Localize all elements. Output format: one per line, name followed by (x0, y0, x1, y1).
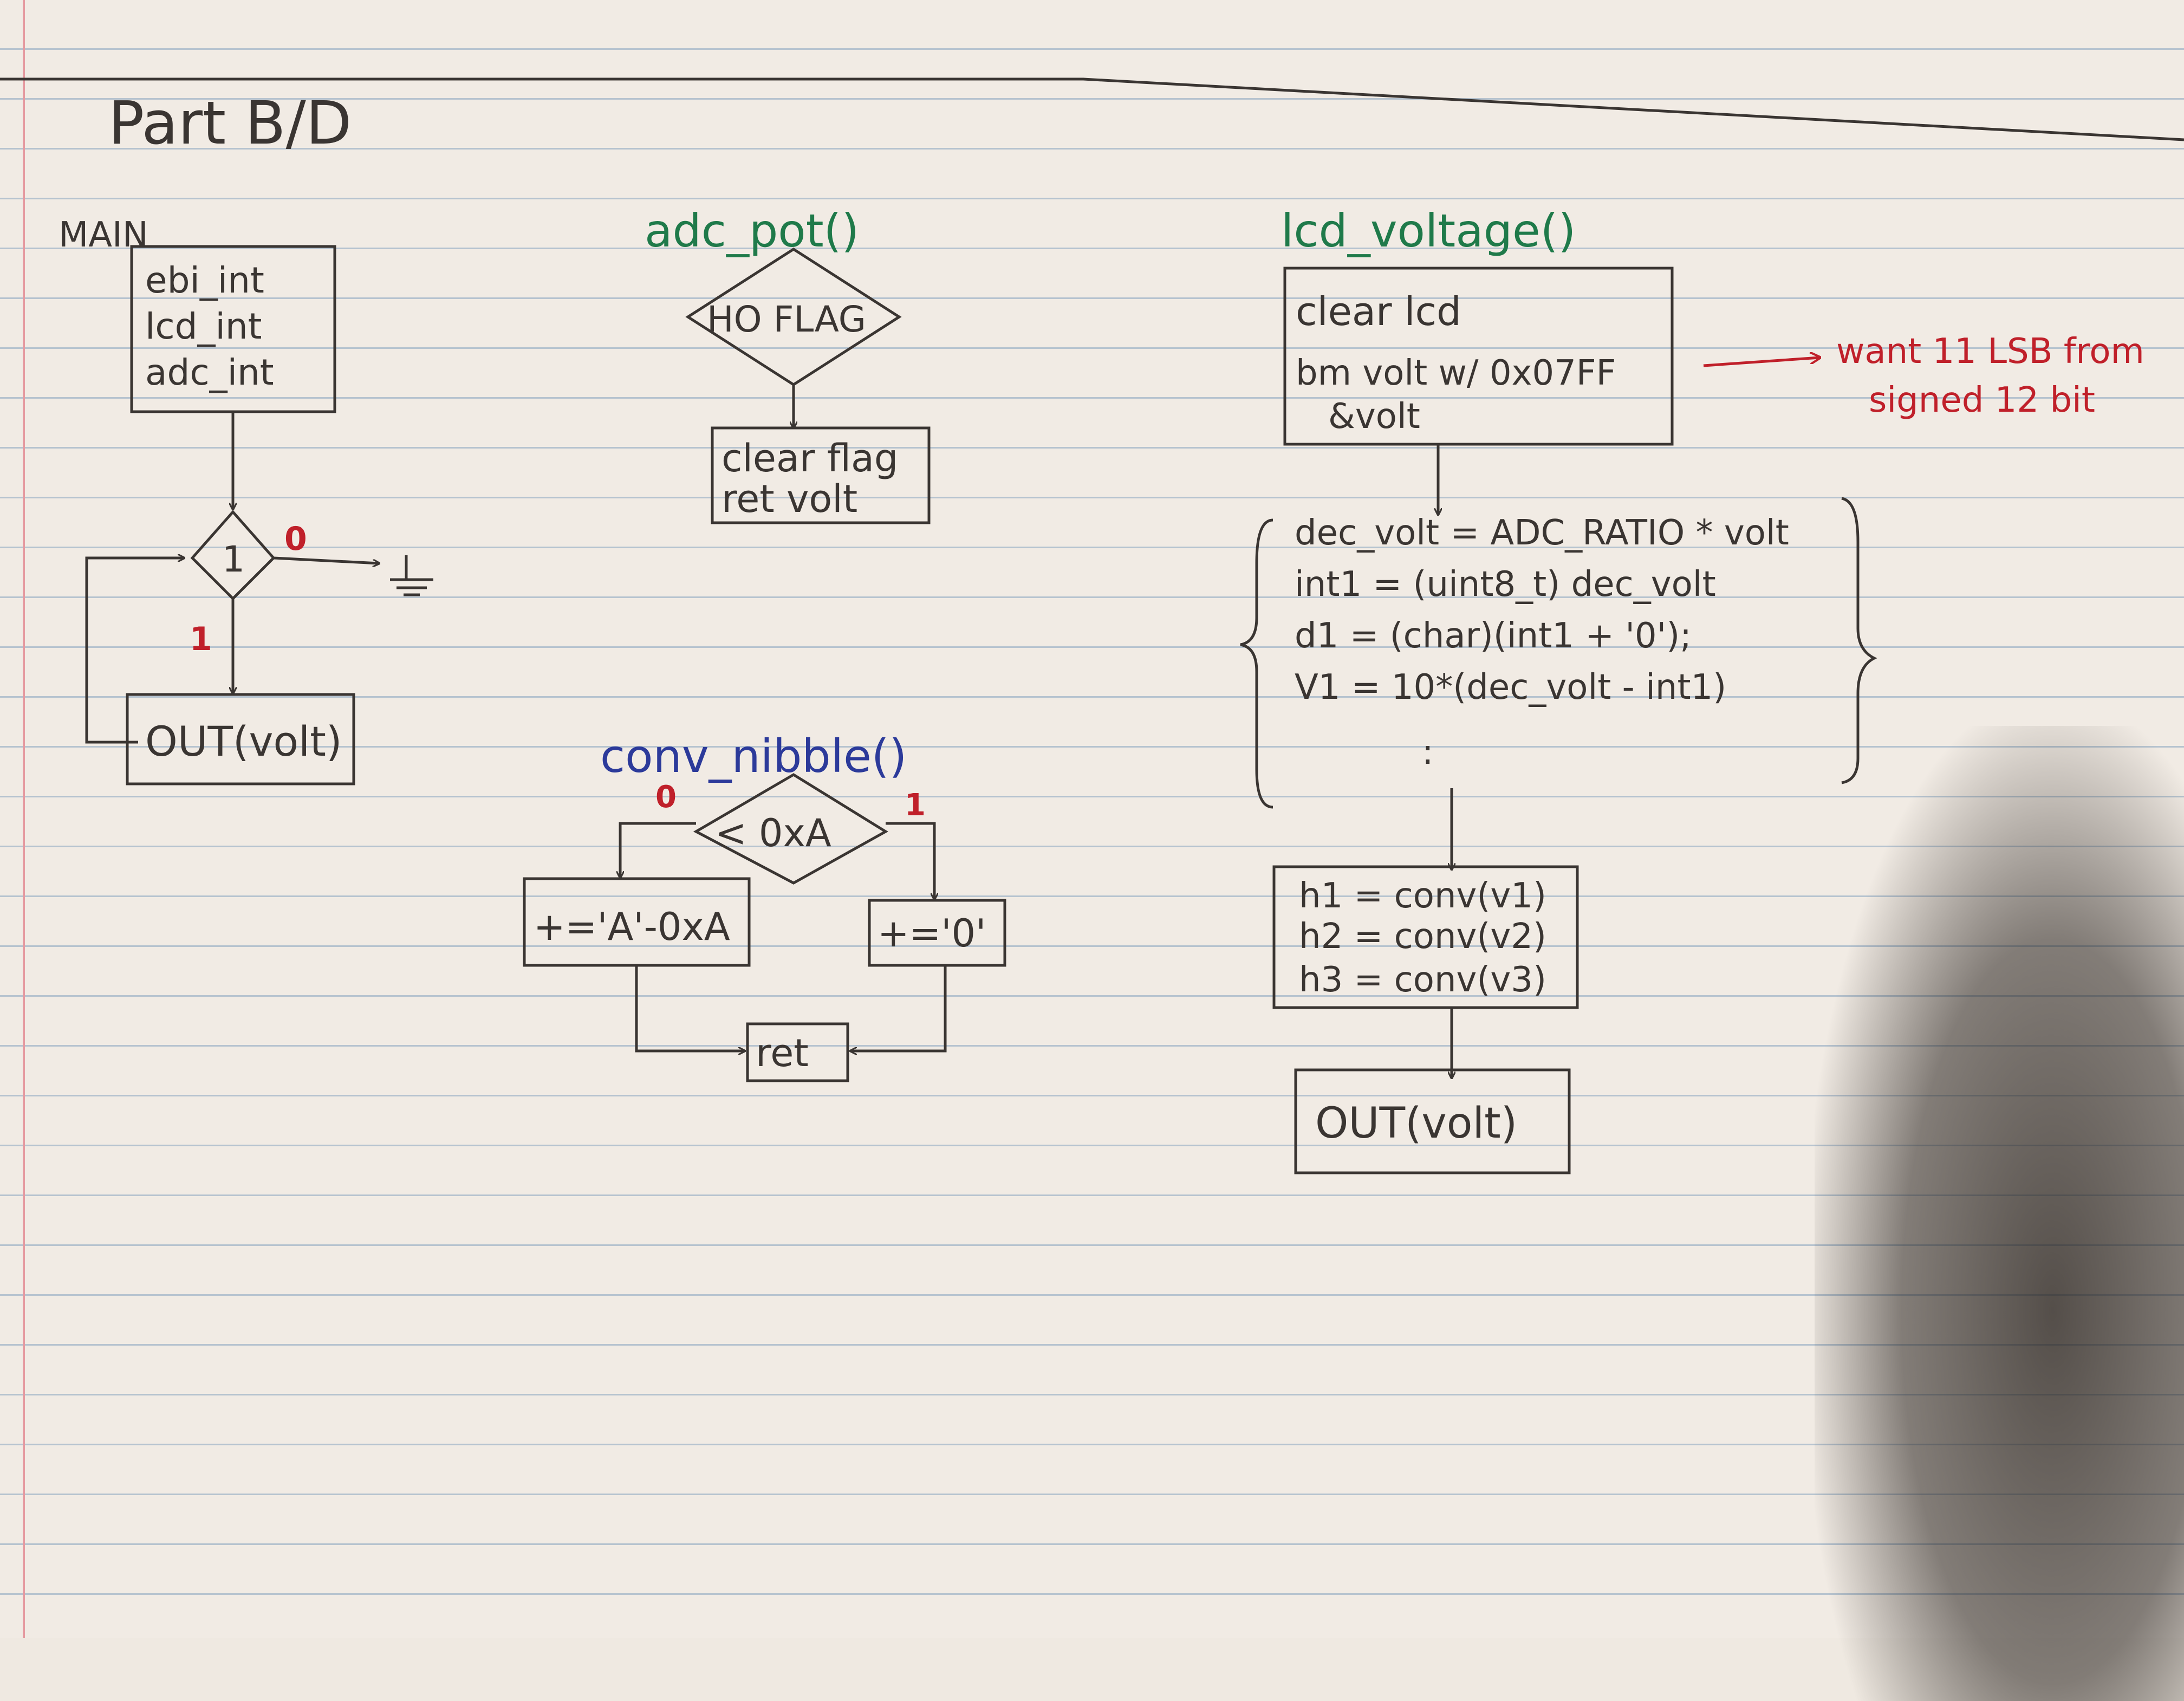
lcd-voltage-box-1-line-1: clear lcd (1296, 289, 1461, 334)
top-rule (0, 77, 2184, 141)
adc-pot-flowchart: adc_pot() HO FLAG clear flag ret volt (645, 204, 931, 524)
lcd-voltage-box-2-line-5: : (1422, 732, 1434, 772)
hand-shadow (1815, 726, 2184, 1701)
conv-nibble-flowchart: conv_nibble() < 0xA 0 1 +='A'-0xA +='0' … (523, 730, 1006, 1082)
main-branch-true: 1 (190, 620, 212, 658)
adc-pot-title: adc_pot() (645, 204, 859, 257)
adc-pot-process-line-2: ret volt (722, 477, 857, 521)
lcd-voltage-box-1-line-3: &volt (1328, 397, 1420, 437)
lcd-voltage-output-label: OUT(volt) (1315, 1099, 1517, 1148)
lcd-voltage-box-2-line-1: dec_volt = ADC_RATIO * volt (1295, 513, 1789, 553)
conv-nibble-decision-label: < 0xA (715, 811, 831, 855)
conv-nibble-decision (693, 773, 888, 885)
page-heading: Part B/D (108, 88, 352, 158)
lcd-voltage-box-3-line-2: h2 = conv(v2) (1299, 917, 1546, 957)
adc-pot-process-line-1: clear flag (722, 436, 898, 481)
lcd-voltage-note-line-2: signed 12 bit (1869, 380, 2095, 420)
conv-nibble-left-to-ret (635, 965, 745, 1051)
main-init-line-2: lcd_int (145, 306, 262, 347)
lcd-voltage-brace-left (1240, 518, 1273, 809)
lcd-voltage-box-3 (1272, 865, 1579, 1009)
main-loop-back (85, 558, 184, 744)
lcd-voltage-box-1-line-2: bm volt w/ 0x07FF (1296, 353, 1616, 393)
main-init-line-1: ebi_int (145, 259, 264, 301)
conv-nibble-left-label: +='A'-0xA (534, 905, 730, 949)
adc-pot-process-box (711, 426, 931, 524)
main-branch-false: 0 (284, 520, 307, 558)
conv-nibble-false-path (620, 822, 696, 878)
ground-symbol (390, 555, 433, 596)
lcd-voltage-box-3-line-3: h3 = conv(v3) (1299, 960, 1546, 1000)
main-flowchart: MAIN ebi_int lcd_int adc_int 1 0 1 OUT(v… (58, 215, 433, 785)
main-output-box (126, 693, 355, 785)
lcd-voltage-title: lcd_voltage() (1281, 204, 1576, 257)
lcd-voltage-box-2-line-2: int1 = (uint8_t) dec_volt (1295, 564, 1716, 605)
conv-nibble-branch-false: 0 (655, 780, 677, 815)
main-decision-label: 1 (222, 538, 245, 580)
conv-nibble-title: conv_nibble() (600, 730, 907, 783)
conv-nibble-right-label: +='0' (877, 911, 986, 956)
conv-nibble-true-path (886, 822, 934, 899)
conv-nibble-right-box (868, 899, 1006, 967)
adc-pot-decision-label: HO FLAG (707, 298, 866, 340)
conv-nibble-branch-true: 1 (905, 788, 926, 823)
lcd-voltage-box-2-line-4: V1 = 10*(dec_volt - int1) (1295, 667, 1726, 707)
main-output-label: OUT(volt) (145, 717, 342, 765)
lcd-voltage-note-line-1: want 11 LSB from (1836, 332, 2144, 372)
main-arrow-false (273, 556, 379, 563)
conv-nibble-right-to-ret (850, 965, 947, 1051)
lcd-voltage-output-box (1294, 1068, 1571, 1174)
main-init-line-3: adc_int (145, 352, 274, 393)
lcd-voltage-box-2-line-3: d1 = (char)(int1 + '0'); (1295, 616, 1692, 656)
main-title: MAIN (58, 215, 148, 255)
conv-nibble-ret-label: ret (756, 1031, 809, 1075)
lcd-voltage-flowchart: lcd_voltage() clear lcd bm volt w/ 0x07F… (1240, 204, 2144, 1174)
lcd-voltage-box-1 (1283, 267, 1674, 446)
flowchart-sketch: Part B/D MAIN ebi_int lcd_int adc_int 1 … (0, 0, 2184, 1638)
conv-nibble-ret-box (746, 1022, 849, 1082)
lcd-voltage-box-3-line-1: h1 = conv(v1) (1299, 876, 1546, 916)
lcd-voltage-note-arrow (1703, 358, 1820, 367)
